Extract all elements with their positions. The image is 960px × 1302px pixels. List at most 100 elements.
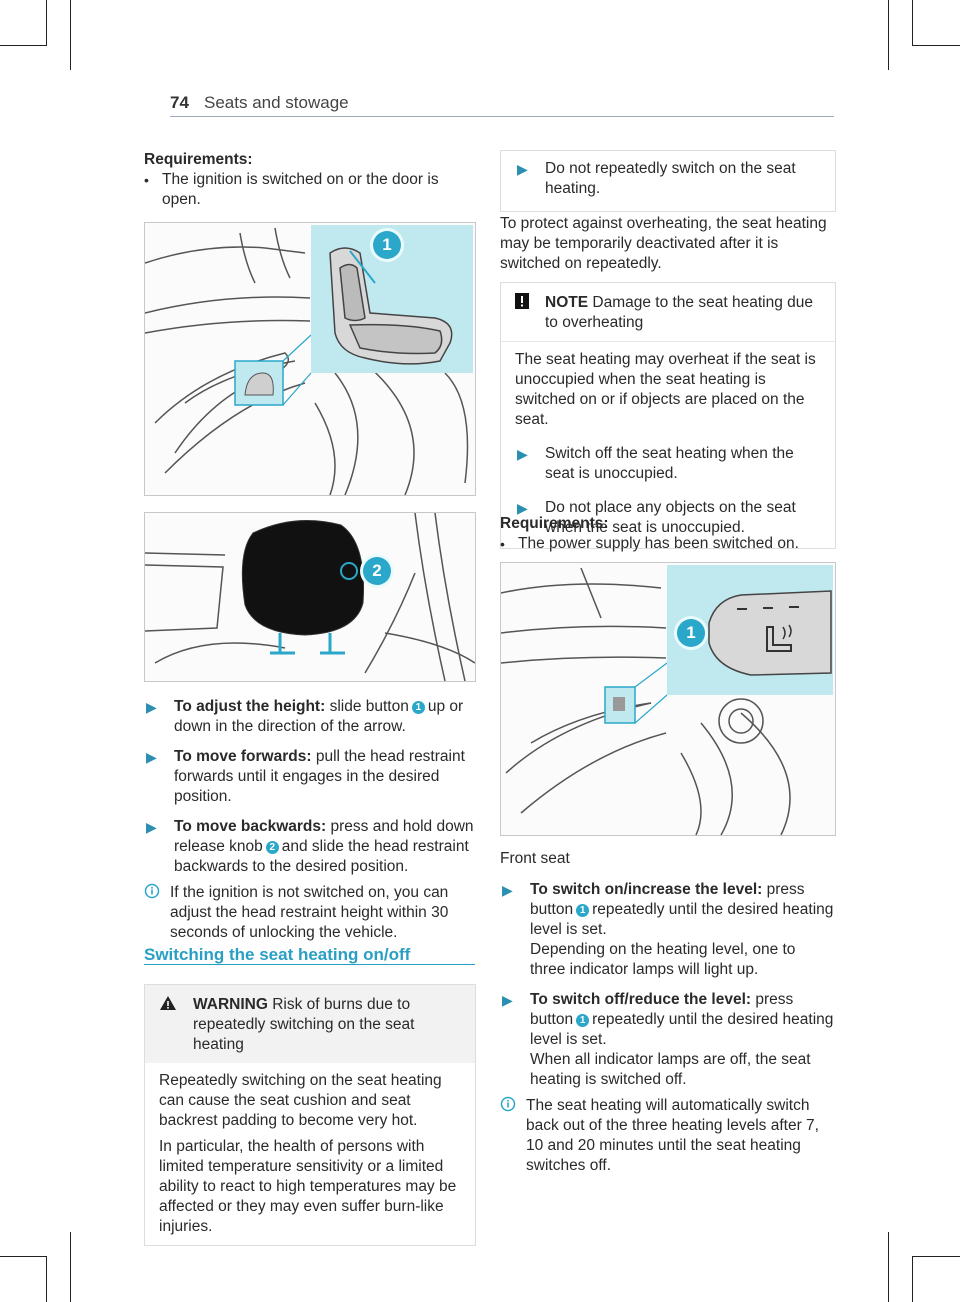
seat-control-illustration: 1 <box>144 222 476 496</box>
step-text: pull the head restraint forwards until i… <box>174 748 465 805</box>
warning-title: Risk of burns due to repeatedly switchin… <box>193 996 415 1053</box>
seat-heating-steps: ▶ To switch on/increase the level: press… <box>500 880 834 1176</box>
step-label: To move forwards: <box>174 748 312 765</box>
step-label: To switch off/reduce the level: <box>530 991 752 1008</box>
crop-mark <box>46 1256 47 1302</box>
step-text: and slide the head restraint backwards t… <box>174 838 469 875</box>
protect-text: To protect against overheating, the seat… <box>500 215 827 272</box>
step-text: up or down in the direction of the arrow… <box>174 698 464 735</box>
door-panel-drawing <box>501 563 835 835</box>
warning-box: WARNING Risk of burns due to repeatedly … <box>144 984 476 1246</box>
step-text: Do not repeatedly switch on the seat hea… <box>545 160 796 197</box>
requirements-label: Requirements: <box>144 151 253 168</box>
step-label: To adjust the height: <box>174 698 326 715</box>
crop-mark <box>70 0 71 70</box>
crop-mark <box>46 0 47 46</box>
note-icon <box>515 293 545 333</box>
crop-mark <box>0 45 46 46</box>
requirement-item: • The power supply has been switched on. <box>500 534 830 554</box>
info-note: The seat heating will automatically swit… <box>500 1096 834 1176</box>
step-arrow-icon: ▶ <box>502 992 513 1008</box>
step-text: repeatedly until the desired heating lev… <box>530 1011 834 1048</box>
step-switch-on: ▶ To switch on/increase the level: press… <box>500 880 834 980</box>
step-text: slide button <box>329 698 409 715</box>
seat-heating-illustration: 1 <box>500 562 836 836</box>
note-paragraph: The seat heating may overheat if the sea… <box>515 351 816 428</box>
note-step: ▶ Switch off the seat heating when the s… <box>515 444 821 484</box>
step-arrow-icon: ▶ <box>517 446 528 462</box>
crop-mark <box>70 1232 71 1302</box>
requirements-block: Requirements: • The ignition is switched… <box>144 150 464 210</box>
crop-mark <box>888 0 889 70</box>
step-arrow-icon: ▶ <box>146 819 157 835</box>
step-text: Do not place any objects on the seat whe… <box>545 499 796 536</box>
step-box: ▶ Do not repeatedly switch on the seat h… <box>500 150 836 212</box>
step-text: When all indicator lamps are off, the se… <box>530 1051 811 1088</box>
step-text: Switch off the seat heating when the sea… <box>545 445 794 482</box>
figure-callout-badge: 1 <box>373 231 401 259</box>
step-text: Depending on the heating level, one to t… <box>530 941 796 978</box>
figure-callout-badge: 2 <box>363 557 391 585</box>
head-restraint-drawing <box>145 513 475 681</box>
crop-mark <box>888 1232 889 1302</box>
step-arrow-icon: ▶ <box>517 500 528 516</box>
note-header: NOTE Damage to the seat heating due to o… <box>501 283 835 342</box>
info-text: If the ignition is not switched on, you … <box>170 884 449 941</box>
door-panel-drawing <box>145 223 475 495</box>
note-label: NOTE <box>545 294 589 311</box>
note-title: Damage to the seat heating due to overhe… <box>545 294 813 331</box>
requirement-text: The ignition is switched on or the door … <box>162 171 439 208</box>
warning-paragraph: Repeatedly switching on the seat heating… <box>159 1072 442 1129</box>
callout-badge: 2 <box>265 841 279 854</box>
warning-header: WARNING Risk of burns due to repeatedly … <box>145 985 475 1063</box>
step-arrow-icon: ▶ <box>146 749 157 765</box>
requirement-item: • The ignition is switched on or the doo… <box>144 170 464 210</box>
step-text: press and hold down release knob <box>174 818 474 855</box>
step-arrow-icon: ▶ <box>502 882 513 898</box>
requirement-text: The power supply has been switched on. <box>518 535 799 552</box>
step-text: press button <box>530 991 794 1028</box>
figure-caption: Front seat <box>500 850 570 867</box>
callout-badge: 1 <box>411 701 425 714</box>
info-note: If the ignition is not switched on, you … <box>144 883 474 943</box>
info-icon <box>144 883 170 943</box>
section-heading-rule <box>144 964 475 965</box>
step-text: press button <box>530 881 805 918</box>
crop-mark <box>912 1256 913 1302</box>
step-label: To move backwards: <box>174 818 327 835</box>
bullet-icon: • <box>500 536 505 552</box>
section-title: Seats and stowage <box>204 93 349 112</box>
info-icon <box>500 1096 526 1176</box>
crop-mark <box>912 45 960 46</box>
figure-callout-badge: 1 <box>677 619 705 647</box>
step-text: repeatedly until the desired heating lev… <box>530 901 834 938</box>
head-restraint-illustration: 2 <box>144 512 476 682</box>
requirements-label: Requirements: <box>500 515 609 532</box>
step-arrow-icon: ▶ <box>146 699 157 715</box>
warning-label: WARNING <box>193 996 268 1013</box>
requirements-block: Requirements: • The power supply has bee… <box>500 514 830 554</box>
warning-body: Repeatedly switching on the seat heating… <box>145 1063 475 1245</box>
bullet-icon: • <box>144 172 149 188</box>
note-box: NOTE Damage to the seat heating due to o… <box>500 282 836 549</box>
note-step: ▶ Do not place any objects on the seat w… <box>515 498 821 538</box>
header-divider <box>170 116 834 117</box>
callout-badge: 1 <box>576 1014 590 1027</box>
crop-mark <box>912 0 913 46</box>
callout-badge: 1 <box>576 904 590 917</box>
crop-mark <box>912 1256 960 1257</box>
warning-icon <box>159 995 193 1055</box>
note-body: The seat heating may overheat if the sea… <box>501 342 835 548</box>
info-text: The seat heating will automatically swit… <box>526 1097 819 1174</box>
step-switch-off: ▶ To switch off/reduce the level: press … <box>500 990 834 1090</box>
section-heading: Switching the seat heating on/off <box>144 945 411 964</box>
page-number: 74 <box>170 93 189 112</box>
step-move-backwards: ▶ To move backwards: press and hold down… <box>144 817 474 877</box>
crop-mark <box>0 1256 46 1257</box>
step-arrow-icon: ▶ <box>517 161 528 177</box>
step-no-repeat: ▶ Do not repeatedly switch on the seat h… <box>501 151 835 211</box>
step-move-forwards: ▶ To move forwards: pull the head restra… <box>144 747 474 807</box>
warning-paragraph: In particular, the health of persons wit… <box>159 1138 457 1235</box>
